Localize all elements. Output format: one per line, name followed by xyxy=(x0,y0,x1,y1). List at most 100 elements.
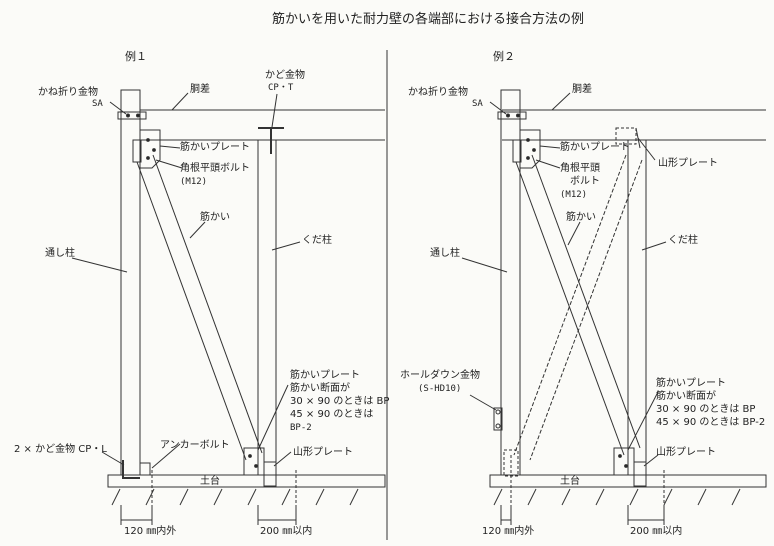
ex2-label-dodai: 土台 xyxy=(560,474,580,487)
ex1-kuda-post xyxy=(257,139,277,486)
ex2-label-bolt-2: ボルト xyxy=(570,175,600,187)
ex2-brace-b1 xyxy=(513,154,627,456)
ex2-yamagata-top xyxy=(615,127,637,145)
ex2-kanaori-hardware xyxy=(497,111,527,120)
diagram-title: 筋かいを用いた耐力壁の各端部における接合方法の例 xyxy=(272,11,584,27)
ex2-label-dim-2: 200 ㎜以内 xyxy=(630,524,682,537)
ex2-brace-a2 xyxy=(531,154,641,449)
ex1-leader-plate xyxy=(159,145,181,149)
ex1-anchor-washer xyxy=(139,462,151,476)
ex1-label-kado: かど金物 xyxy=(265,68,305,81)
ex1-leader-anchor xyxy=(151,443,181,469)
ex2-brace-plate-bottom xyxy=(613,447,635,476)
ex2-label-toshi: 通し柱 xyxy=(430,246,460,259)
example-1-labels: 例１ かね折り金物 SA 胴差 かど金物 CP・T 筋かいプレート 角根平頭ボル… xyxy=(14,49,389,537)
ex2-label-holddown-1: ホールダウン金物 xyxy=(400,368,480,381)
ex1-brace-line-b xyxy=(152,154,263,454)
ex1-yamagata-plate xyxy=(263,461,277,487)
ex2-leader-brace xyxy=(567,221,581,246)
ex2-plate-bracket xyxy=(512,139,522,163)
ex2-leader-kanaori xyxy=(489,101,507,115)
ex1-label-kanaori-code: SA xyxy=(92,99,103,109)
ex1-plate-bracket xyxy=(132,139,142,163)
ex2-heading: 例２ xyxy=(493,49,515,63)
ex1-leader-cpl xyxy=(101,451,125,466)
ex2-dodai xyxy=(489,474,767,488)
ex2-leader-bolt xyxy=(535,159,561,169)
ex1-leader-kuda xyxy=(271,241,301,251)
example-2 xyxy=(461,89,767,525)
ex2-brace-plate-top xyxy=(519,129,541,169)
ex1-label-dousashi: 胴差 xyxy=(190,82,210,95)
ex1-label-bolt-1: 角根平頭ボルト xyxy=(180,161,250,174)
ex1-kanaori-hardware xyxy=(117,111,147,120)
ex2-through-post xyxy=(500,89,521,486)
ex2-brace-b2 xyxy=(529,159,643,461)
ex1-label-bp-5: BP-2 xyxy=(290,423,312,433)
ex2-yamagata-plate xyxy=(633,461,647,487)
ex1-leader-bp xyxy=(257,384,289,451)
ex2-leader-bp xyxy=(627,391,659,451)
ex1-label-toshi: 通し柱 xyxy=(45,246,75,259)
ex1-label-bolt-2: (M12) xyxy=(180,177,207,187)
ex2-label-bp-4: 45 × 90 のときは BP-2 xyxy=(656,416,765,428)
ex1-brace-plate-top xyxy=(139,129,161,169)
ex2-leader-yama-top xyxy=(637,137,656,161)
ex1-through-post xyxy=(120,89,141,486)
ex1-foundation-hatch xyxy=(111,488,359,506)
ex2-leader-toshi xyxy=(461,257,508,273)
ex2-foundation-hatch xyxy=(493,488,741,506)
ex2-label-bolt-1: 角根平頭 xyxy=(560,161,600,174)
ex2-leader-yama xyxy=(643,454,659,467)
ex1-label-kuda: くだ柱 xyxy=(302,233,332,246)
ex2-leader-dousashi xyxy=(551,92,571,111)
ex1-label-bp-3: 30 × 90 のときは BP xyxy=(290,395,389,407)
ex2-leader-kuda xyxy=(641,241,667,251)
ex1-label-kanaori: かね折り金物 xyxy=(38,85,98,98)
ex1-leader-bolt xyxy=(155,159,183,169)
ex1-leader-kado xyxy=(271,93,278,128)
ex2-label-bp-1: 筋かいプレート xyxy=(656,376,726,389)
ex2-label-kanaori: かね折り金物 xyxy=(408,85,468,98)
ex2-label-holddown-2: (S-HD10) xyxy=(418,384,461,394)
ex2-label-kuda: くだ柱 xyxy=(668,233,698,246)
ex2-label-plate: 筋かいプレート xyxy=(560,140,630,153)
ex2-leader-holddown xyxy=(469,394,497,411)
ex1-leader-brace xyxy=(189,221,206,239)
ex2-label-bp-3: 30 × 90 のときは BP xyxy=(656,403,755,415)
ex1-label-anchor: アンカーボルト xyxy=(160,439,230,451)
ex1-label-dim-2: 200 ㎜以内 xyxy=(260,524,312,537)
ex1-leader-kanaori xyxy=(109,101,127,115)
ex2-label-kanaori-code: SA xyxy=(472,99,483,109)
example-1 xyxy=(71,89,386,525)
ex1-dodai xyxy=(107,474,386,488)
ex1-heading: 例１ xyxy=(125,49,147,63)
example-2-labels: 例２ かね折り金物 SA 胴差 山形プレート 筋かいプレート 角根平頭 ボルト … xyxy=(400,49,765,537)
ex1-label-plate: 筋かいプレート xyxy=(180,140,250,153)
ex2-holddown-hardware xyxy=(493,407,503,431)
ex1-label-cpl: 2 × かど金物 CP・L xyxy=(14,442,107,455)
ex2-label-dousashi: 胴差 xyxy=(572,82,592,95)
ex1-leader-dousashi xyxy=(171,92,189,111)
ex1-brace-line-a xyxy=(136,161,247,461)
ex1-label-dim-1: 120 ㎜内外 xyxy=(124,524,176,537)
ex1-label-bp-4: 45 × 90 のときは xyxy=(290,408,373,420)
ex2-label-dim-1: 120 ㎜内外 xyxy=(482,524,534,537)
ex1-label-dodai: 土台 xyxy=(200,474,220,487)
ex2-brace-a1 xyxy=(515,161,625,456)
ex1-label-brace: 筋かい xyxy=(200,210,230,223)
ex2-leader-plate xyxy=(539,145,561,149)
ex2-label-brace: 筋かい xyxy=(566,210,596,223)
ex2-label-bp-2: 筋かい断面が xyxy=(656,389,716,402)
ex2-label-bolt-3: (M12) xyxy=(560,190,587,200)
ex2-label-yama-top: 山形プレート xyxy=(658,157,718,169)
ex1-label-bp-2: 筋かい断面が xyxy=(290,381,350,394)
ex1-leader-toshi xyxy=(71,257,128,273)
ex1-label-kado-code: CP・T xyxy=(268,83,294,93)
ex2-label-yama: 山形プレート xyxy=(656,446,716,458)
ex1-label-bp-1: 筋かいプレート xyxy=(290,368,360,381)
ex1-cpl-hardware xyxy=(122,460,140,479)
ex1-label-yama: 山形プレート xyxy=(293,446,353,458)
